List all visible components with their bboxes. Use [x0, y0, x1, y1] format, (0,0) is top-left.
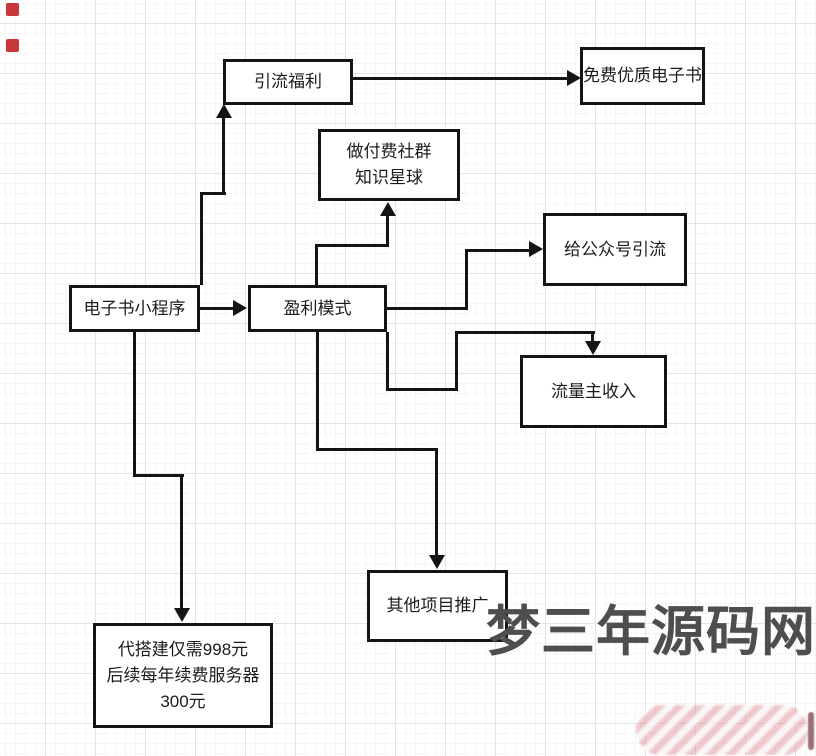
node-traffic-benefit: 引流福利: [223, 59, 353, 105]
arrowhead-right-icon: [233, 300, 247, 316]
connector-profit-to-community: [315, 244, 389, 247]
connector-ebook-to-setup: [180, 474, 183, 608]
connector-traffic-to-free: [353, 77, 567, 80]
watermark-text: 梦三年源码网: [486, 602, 816, 662]
node-official-account-label: 给公众号引流: [564, 239, 666, 259]
redacted-blob-edge: [808, 712, 814, 750]
connector-profit-to-community: [386, 216, 389, 247]
node-other-projects: 其他项目推广: [367, 570, 508, 642]
arrowhead-down-icon: [585, 341, 601, 355]
node-ebook-miniprogram-label: 电子书小程序: [83, 298, 186, 318]
connector-profit-to-adrevenue: [591, 331, 594, 341]
connector-profit-to-projects: [316, 332, 319, 451]
arrowhead-down-icon: [429, 555, 445, 569]
node-ad-revenue: 流量主收入: [520, 355, 667, 428]
node-traffic-benefit-label: 引流福利: [254, 72, 322, 91]
arrowhead-up-icon: [216, 104, 232, 118]
connector-profit-to-account: [465, 249, 529, 252]
connector-ebook-to-traffic: [222, 117, 225, 195]
connector-ebook-to-traffic: [200, 192, 226, 195]
node-ebook-miniprogram: 电子书小程序: [69, 285, 200, 332]
node-paid-community: 做付费社群 知识星球: [318, 129, 460, 201]
node-paid-community-label: 做付费社群 知识星球: [346, 142, 432, 187]
connector-profit-to-community: [315, 244, 318, 287]
connector-ebook-to-setup: [133, 332, 136, 477]
arrowhead-down-icon: [174, 608, 190, 622]
node-setup-cost: 代搭建仅需998元 后续每年续费服务器 300元: [93, 623, 273, 728]
node-official-account: 给公众号引流: [543, 213, 687, 286]
node-setup-cost-label: 代搭建仅需998元 后续每年续费服务器 300元: [106, 639, 260, 711]
node-free-ebooks: 免费优质电子书: [580, 47, 705, 105]
arrowhead-right-icon: [529, 241, 543, 257]
arrowhead-right-icon: [567, 70, 581, 86]
connector-profit-to-adrevenue: [455, 331, 595, 334]
connector-ebook-to-traffic: [200, 192, 203, 285]
red-square-marker-icon: [6, 39, 19, 52]
connector-profit-to-adrevenue: [386, 388, 458, 391]
connector-profit-to-adrevenue: [386, 332, 389, 391]
connector-profit-to-adrevenue: [455, 331, 458, 391]
node-free-ebooks-label: 免费优质电子书: [583, 66, 702, 85]
arrowhead-up-icon: [380, 202, 396, 216]
connector-ebook-to-profit: [200, 307, 233, 310]
connector-profit-to-account: [387, 307, 468, 310]
connector-profit-to-account: [465, 249, 468, 310]
connector-profit-to-projects: [435, 448, 438, 555]
connector-profit-to-projects: [316, 448, 438, 451]
node-ad-revenue-label: 流量主收入: [551, 381, 636, 401]
red-square-marker-icon: [6, 3, 19, 16]
node-other-projects-label: 其他项目推广: [386, 596, 489, 615]
node-profit-model: 盈利模式: [248, 285, 387, 332]
connector-ebook-to-setup: [133, 474, 184, 477]
node-profit-model-label: 盈利模式: [283, 298, 352, 318]
redacted-blob: [636, 705, 808, 755]
